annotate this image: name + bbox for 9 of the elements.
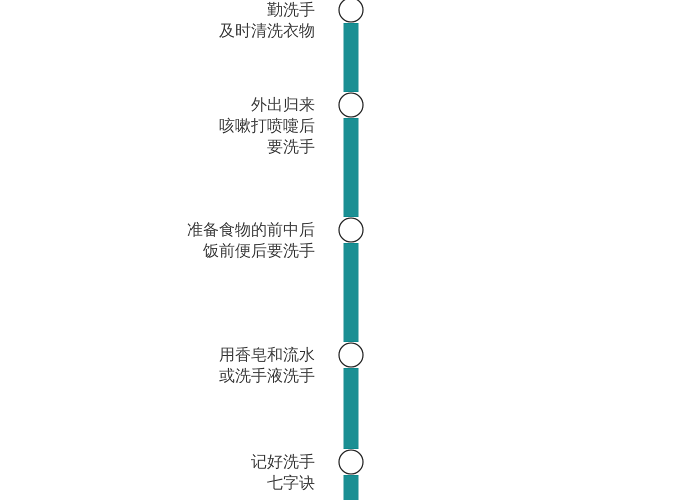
step-text: 记好洗手七字诀 — [250, 451, 315, 493]
timeline-bar — [344, 243, 358, 342]
timeline-bar — [344, 118, 358, 217]
timeline-bar — [344, 23, 358, 92]
step-text: 外出归来咳嗽打喷嚏后要洗手 — [218, 94, 315, 157]
step-text: 用香皂和流水或洗手液洗手 — [218, 344, 315, 386]
step-text: 准备食物的前中后饭前便后要洗手 — [186, 219, 315, 261]
timeline-bar — [344, 368, 358, 449]
step-text: 勤洗手及时清洗衣物 — [218, 0, 315, 41]
